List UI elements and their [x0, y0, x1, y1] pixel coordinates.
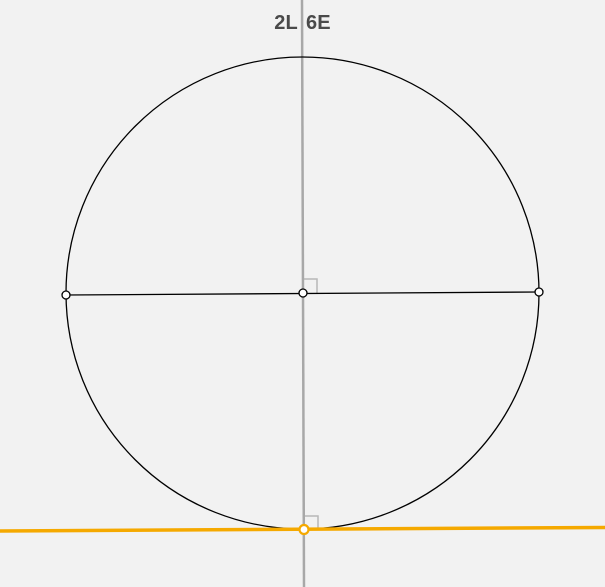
right-angle-mark-bottom [303, 515, 319, 529]
right-angle-mark-center [303, 278, 318, 293]
point-left[interactable] [61, 290, 71, 300]
point-tangent-orange[interactable] [298, 523, 310, 536]
point-center[interactable] [298, 288, 308, 298]
point-right[interactable] [534, 287, 544, 297]
